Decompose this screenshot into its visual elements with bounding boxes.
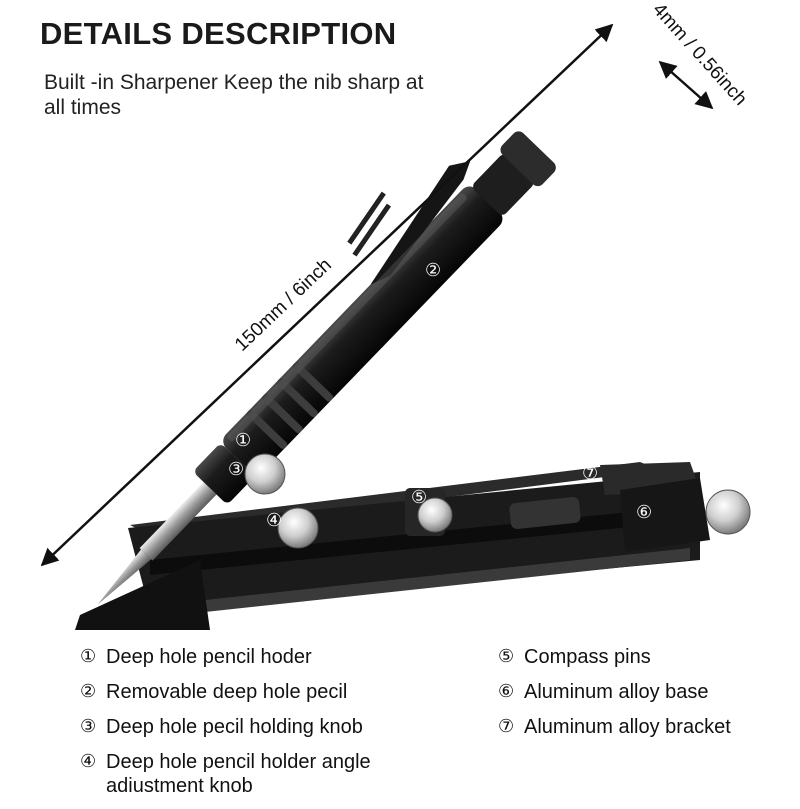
- callout-4: ④: [266, 510, 282, 531]
- holding-knob[interactable]: [244, 453, 286, 495]
- aluminum-base: [75, 462, 710, 630]
- legend-text: Removable deep hole pecil: [106, 681, 348, 703]
- callout-7: ⑦: [582, 463, 598, 484]
- callout-1: ①: [235, 430, 251, 451]
- legend-item: ⑥ Aluminum alloy base: [498, 680, 788, 704]
- legend-right: ⑤ Compass pins ⑥ Aluminum alloy base ⑦ A…: [498, 645, 788, 750]
- legend-item: ② Removable deep hole pecil: [80, 680, 420, 704]
- callout-6: ⑥: [636, 502, 652, 523]
- legend-number: ⑥: [498, 681, 515, 702]
- legend-number: ②: [80, 681, 97, 702]
- legend-item: ③ Deep hole pecil holding knob: [80, 715, 420, 739]
- diameter-dimension-line: [658, 60, 714, 110]
- legend-text: Aluminum alloy bracket: [524, 716, 731, 738]
- legend-item: ① Deep hole pencil hoder: [80, 645, 420, 669]
- product-illustration: 150mm / 6inch 4mm / 0.56inch ① ② ③ ④ ⑤ ⑥…: [40, 0, 751, 630]
- legend-number: ④: [80, 751, 97, 772]
- legend-item: ⑦ Aluminum alloy bracket: [498, 715, 788, 739]
- length-dimension-line: [40, 23, 614, 567]
- legend-left: ① Deep hole pencil hoder ② Removable dee…: [80, 645, 420, 809]
- legend-number: ⑦: [498, 716, 515, 737]
- legend-number: ③: [80, 716, 97, 737]
- diameter-dimension-label: 4mm / 0.56inch: [648, 0, 751, 110]
- angle-adjustment-knob[interactable]: [277, 507, 319, 549]
- callout-3: ③: [228, 459, 244, 480]
- legend-text: Aluminum alloy base: [524, 681, 709, 703]
- legend-number: ⑤: [498, 646, 515, 667]
- legend-item: ⑤ Compass pins: [498, 645, 788, 669]
- legend-text: Deep hole pecil holding knob: [106, 716, 363, 738]
- legend-number: ①: [80, 646, 97, 667]
- legend-text: Deep hole pencil holder angle adiustment…: [106, 751, 371, 797]
- legend-text: Deep hole pencil hoder: [106, 646, 312, 668]
- callout-5: ⑤: [411, 487, 427, 508]
- base-knob[interactable]: [705, 489, 751, 535]
- legend-text: Compass pins: [524, 646, 651, 668]
- legend-item: ④ Deep hole pencil holder angle adiustme…: [80, 750, 420, 798]
- callout-2: ②: [425, 260, 441, 281]
